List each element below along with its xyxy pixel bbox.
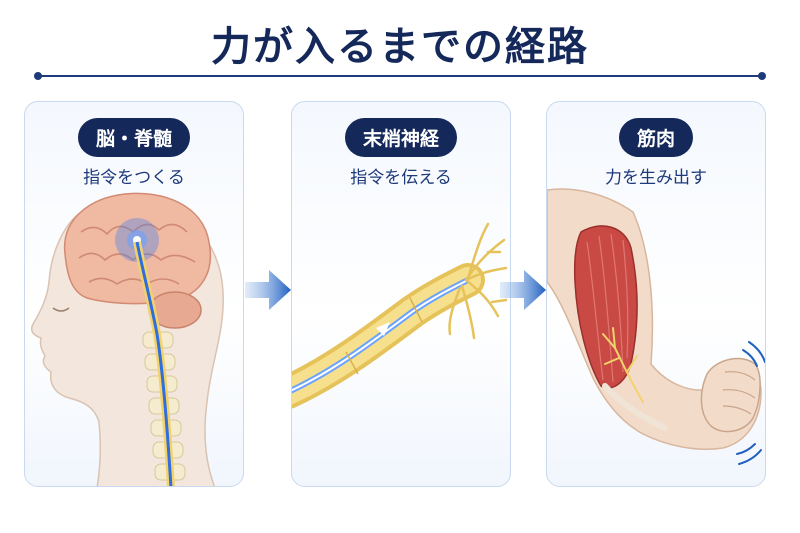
step-panel-muscle: 筋肉 力を生み出す	[546, 101, 766, 487]
peripheral-nerve-illustration	[292, 222, 508, 409]
step-label-muscle: 筋肉	[618, 118, 694, 157]
step-description-brain: 指令をつくる	[83, 168, 185, 188]
divider-dot-left	[34, 72, 42, 80]
title-divider	[34, 72, 766, 80]
step-panel-nerve: 末梢神経 指令を伝える	[291, 101, 511, 487]
brain-spinal-cord-illustration	[30, 192, 224, 486]
step-label-brain: 脳・脊髄	[77, 118, 191, 157]
step-panel-brain: 脳・脊髄 指令をつくる	[24, 101, 244, 487]
step-description-nerve: 指令を伝える	[350, 168, 452, 188]
right-arrow-icon	[500, 270, 546, 310]
right-arrow-icon	[245, 270, 291, 310]
page-title: 力が入るまでの経路	[211, 24, 589, 70]
step-description-muscle: 力を生み出す	[605, 168, 707, 188]
arm-muscle-illustration	[547, 188, 765, 465]
divider-dot-right	[758, 72, 766, 80]
step-label-nerve: 末梢神経	[344, 118, 458, 157]
